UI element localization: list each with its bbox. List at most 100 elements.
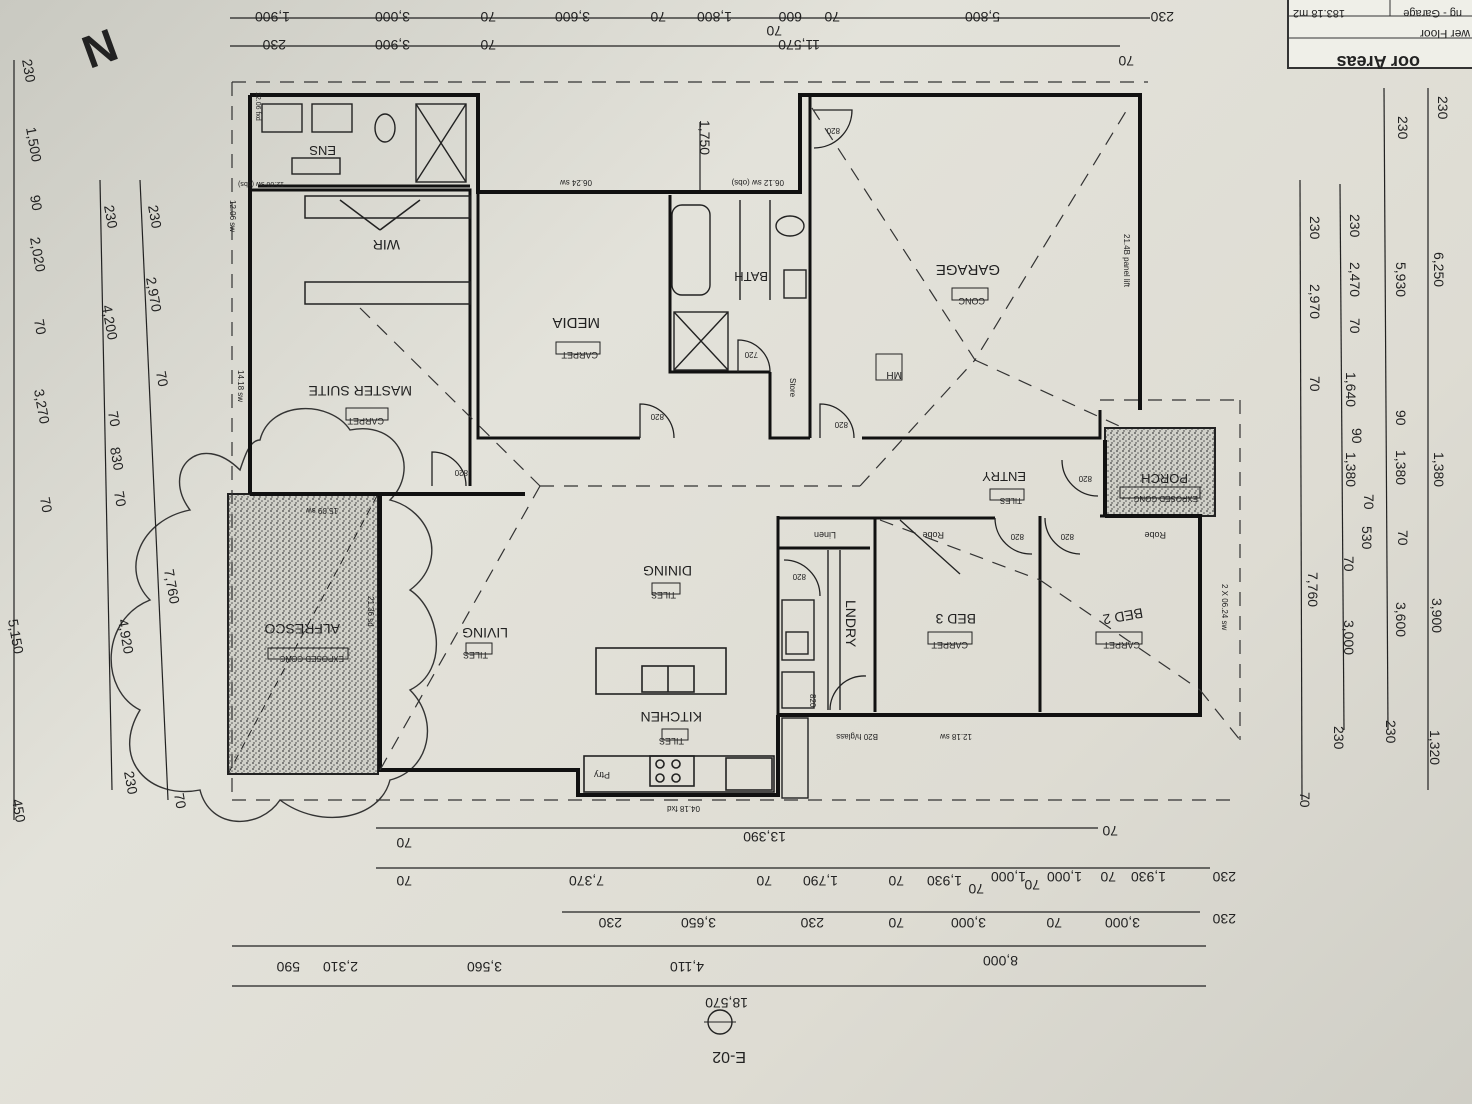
dim-r3: 230 <box>1383 720 1399 744</box>
dim-b3: 3,000 <box>1105 915 1140 931</box>
media-label: MEDIA <box>552 314 600 331</box>
dim-b4: 2,310 <box>323 959 358 975</box>
dim-top-1: 1,900 <box>255 9 290 25</box>
dim-l3: 2,970 <box>143 276 165 313</box>
dim-b2: 1,000 <box>1047 869 1082 885</box>
dim-top-1: 70 <box>650 9 666 25</box>
dim-b2: 70 <box>1100 869 1116 885</box>
dim-l3: 7,760 <box>161 568 183 605</box>
dim-top-1: 5,800 <box>965 9 1000 25</box>
bed3-tag: CARPET <box>931 640 968 650</box>
dim-top-1: 230 <box>1150 9 1174 25</box>
dim-b2: 1,790 <box>803 873 838 889</box>
door-label: 820 <box>1060 532 1074 541</box>
dim-b3: 230 <box>800 915 824 931</box>
areas-title: oor Areas <box>1337 52 1420 72</box>
dim-l2: 70 <box>111 490 129 508</box>
dim-r1: 230 <box>1307 216 1323 240</box>
store-label: Store <box>788 378 797 398</box>
section-marker: E-02 <box>704 1009 746 1065</box>
dims-left-text: 230 1,500 90 2,020 70 3,270 70 5,150 450… <box>5 58 189 824</box>
dims-bottom-text: 70 13,390 70 70 7,370 70 1,790 70 1,930 … <box>276 823 1236 1011</box>
dim-l1: 450 <box>9 798 29 824</box>
dim-r2: 230 <box>1347 214 1363 238</box>
dim-l3: 70 <box>153 370 171 388</box>
door-swings <box>431 109 1099 711</box>
dim-r1: 7,760 <box>1305 572 1321 607</box>
dim-l1: 2,020 <box>27 236 49 273</box>
living-label: LIVING <box>462 625 508 641</box>
dim-l2: 230 <box>121 770 141 796</box>
dims-top <box>230 17 1150 47</box>
living-tag: TILES <box>463 650 488 660</box>
dim-l1: 3,270 <box>31 388 53 425</box>
dim-b4: 3,560 <box>467 959 502 975</box>
linen-label: Linen <box>814 530 836 540</box>
porch-label: PORCH <box>1141 471 1188 486</box>
dim-r4: 3,900 <box>1429 598 1445 633</box>
dim-top-2: 70 <box>1118 53 1134 69</box>
garage-label: GARAGE <box>936 261 1000 278</box>
door-label: 820 <box>808 694 817 708</box>
wir-label: WIR <box>373 237 400 253</box>
dim-top-1: 3,000 <box>375 9 410 25</box>
window-labels: 06.24 sw 06.12 sw (obs) 12.06 sw 14.18 s… <box>228 92 1229 813</box>
dim-b3: 3,650 <box>681 915 716 931</box>
dim-r2: 1,640 <box>1343 372 1359 407</box>
dim-b3: 70 <box>888 915 904 931</box>
dim-r2: 70 <box>1347 318 1363 334</box>
laundry-fixtures <box>781 550 841 799</box>
door-label: 820 <box>834 420 848 429</box>
areas-row1-label: wer Floor <box>1420 27 1471 41</box>
dim-b3: 230 <box>1212 911 1236 927</box>
bed2-label: BED 2 <box>1101 605 1144 628</box>
dim-b2: 1,930 <box>1131 869 1166 885</box>
dim-b2: 1,000 <box>991 869 1026 885</box>
dim-top-2: 3,900 <box>375 37 410 53</box>
window-w7: 12.18 sw <box>940 732 972 741</box>
dim-r2: 1,380 <box>1343 452 1359 487</box>
bath-fixtures <box>671 200 807 371</box>
garage-tag: CONC <box>958 296 985 306</box>
dims-bottom <box>232 122 1210 987</box>
dim-r4: 1,320 <box>1427 730 1443 765</box>
dim-r3: 70 <box>1395 530 1411 546</box>
kitchen-label: KITCHEN <box>641 709 702 725</box>
dim-l1: 1,500 <box>23 126 45 163</box>
window-w6: 21.36 sd <box>366 596 375 627</box>
dim-b1: 13,390 <box>743 829 786 845</box>
bath-label: BATH <box>734 269 768 284</box>
dim-r2: 90 <box>1349 428 1365 444</box>
dim-top-1: 70 <box>824 9 840 25</box>
ens-label: ENS <box>309 143 336 158</box>
room-labels: GARAGE CONC 21.4B panel lift MEDIA CARPE… <box>264 143 1198 780</box>
bed2-tag: CARPET <box>1103 640 1140 650</box>
dim-b2: 230 <box>1212 869 1236 885</box>
wir-shelves <box>304 195 471 305</box>
kitchen-island <box>583 647 775 793</box>
window-w5: 15.09 sw <box>306 506 338 515</box>
dim-r1: 70 <box>1307 376 1323 392</box>
alfresco-label: ALFRESCO <box>264 621 340 637</box>
master-label: MASTER SUITE <box>309 383 412 399</box>
dim-r2: 230 <box>1331 726 1347 750</box>
door-label: 820 <box>650 412 664 421</box>
pantry-label: Ptry <box>593 770 610 780</box>
dim-b2: 7,370 <box>569 873 604 889</box>
dim-r2: 70 <box>1361 494 1377 510</box>
laundry-label: LNDRY <box>843 600 859 648</box>
section-label: E-02 <box>712 1048 746 1065</box>
dim-b1: 70 <box>1102 823 1118 839</box>
dim-b2: 70 <box>1024 877 1040 893</box>
robe-label-bed3: Robe <box>922 530 944 540</box>
window-w12: 12.06 sw (obs) <box>238 180 284 187</box>
door-label: 820 <box>792 572 806 581</box>
dim-r2: 2,470 <box>1347 262 1363 297</box>
dims-right <box>1299 87 1429 801</box>
dim-top-1: 600 <box>778 9 802 25</box>
dim-l1: 230 <box>19 58 39 84</box>
window-w2: 06.12 sw (obs) <box>731 178 784 187</box>
dims-top-text: 1,900 3,000 70 3,600 70 1,800 600 70 5,8… <box>255 9 1174 155</box>
dim-r3: 1,380 <box>1393 450 1409 485</box>
window-w8: B20 h/glass <box>836 732 878 741</box>
